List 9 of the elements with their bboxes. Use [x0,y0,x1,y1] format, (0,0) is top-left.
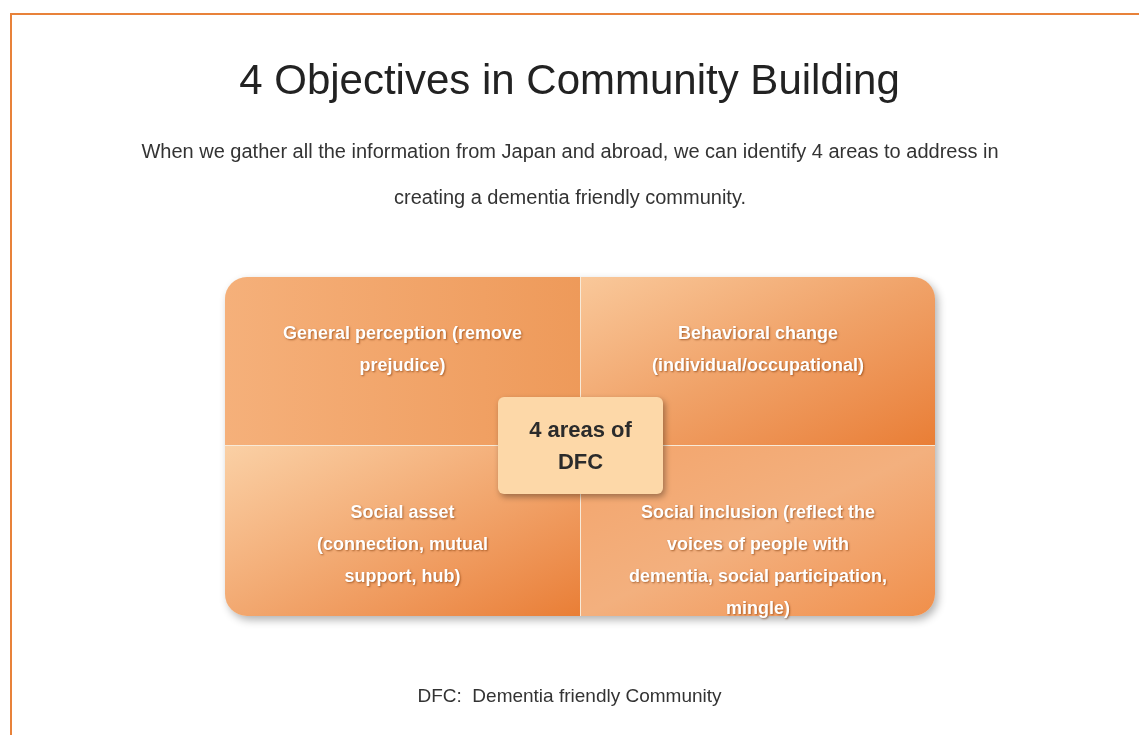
caption: DFC: Dementia friendly Community [416,684,723,708]
node-text: General perception (remove prejudice) [281,322,524,377]
node-text: Social asset (connection, mutual support, hub) [316,501,489,588]
node-text: 4 areas of DFC [528,415,633,476]
node-text: Social inclusion (reflect the voices of people with dementia, social participation, mingle) [628,501,888,620]
center-box [498,397,663,494]
subtitle: When we gather all the information from Japan and abroad, we can identify 4 areas to address in creating a dementia friendly community. [140,139,1000,210]
node-text: Behavioral change (individual/occupational) [651,322,865,377]
title: 4 Objectives in Community Building [238,55,901,105]
